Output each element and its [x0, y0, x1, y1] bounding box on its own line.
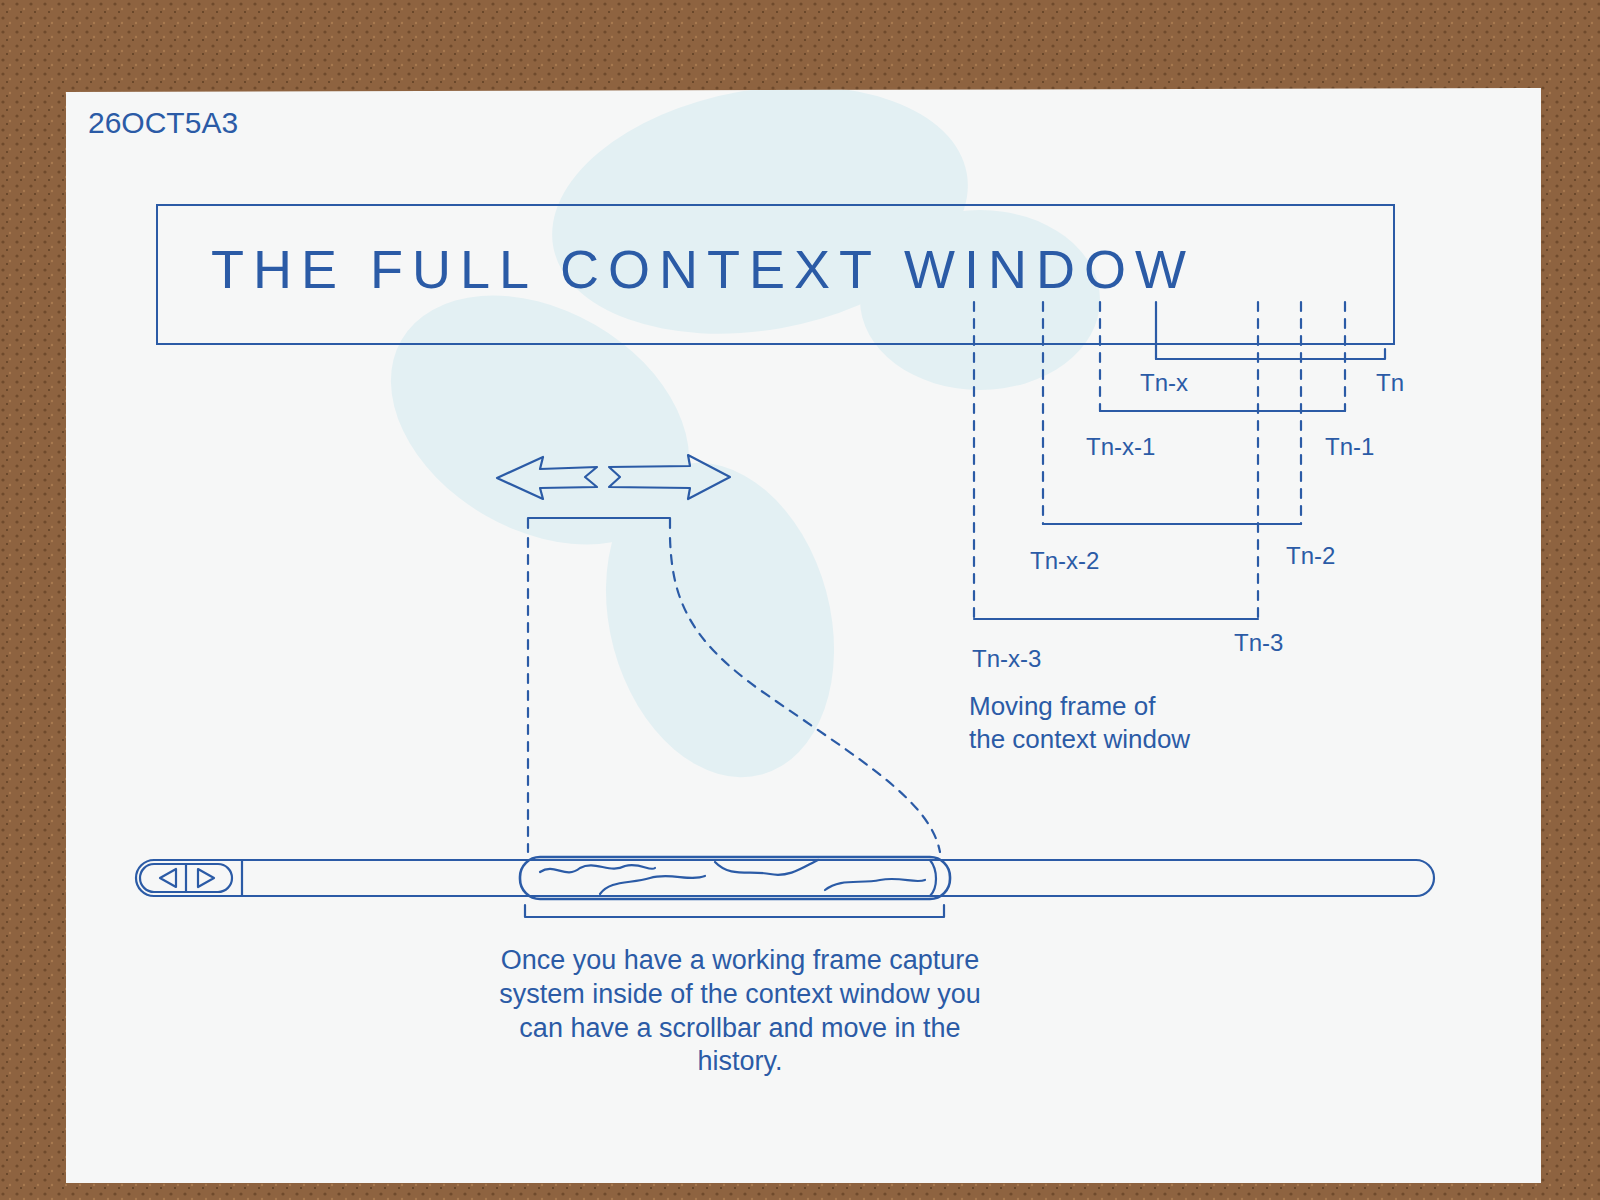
frame-marker-line	[1257, 302, 1259, 619]
frame-marker-line	[1155, 302, 1157, 359]
scrollbar-track	[136, 860, 1434, 896]
frame-end-label: Tn-3	[1234, 628, 1283, 658]
frame-start-label: Tn-x-1	[1086, 432, 1155, 462]
scroll-right-button	[198, 869, 214, 887]
frame-end-label: Tn	[1376, 368, 1404, 398]
scrollbar-note: Once you have a working frame capture sy…	[495, 944, 985, 1079]
frame-bracket	[1100, 410, 1345, 412]
thumb-squiggle	[825, 879, 925, 890]
frame-marker-line	[1042, 302, 1044, 524]
box-title: THE FULL CONTEXT WINDOW	[211, 242, 1195, 296]
button-divider	[185, 864, 187, 892]
paper-sheet	[66, 88, 1541, 1183]
scroll-left-button	[160, 869, 176, 887]
frame-bracket	[1156, 349, 1385, 359]
watermark-petal	[572, 437, 867, 803]
selection-bracket	[528, 518, 670, 528]
frame-end-label: Tn-2	[1286, 541, 1335, 571]
frame-marker-line	[973, 302, 975, 619]
frame-marker-line	[1099, 302, 1101, 411]
frame-bracket	[1043, 523, 1301, 525]
frame-start-label: Tn-x	[1140, 368, 1188, 398]
button-divider	[241, 861, 243, 895]
right-arrow	[609, 455, 730, 499]
frame-marker-line	[1300, 302, 1302, 524]
moving-frame-note: Moving frame of the context window	[969, 690, 1195, 755]
scrollbar-buttons	[140, 864, 232, 892]
left-arrow	[497, 457, 597, 499]
frame-marker-line	[1344, 302, 1346, 411]
thumb-squiggle	[600, 876, 705, 894]
watermark-petal	[860, 210, 1100, 390]
projection-line	[670, 538, 940, 852]
watermark	[346, 55, 1100, 803]
frame-end-label: Tn-1	[1325, 432, 1374, 462]
frame-start-label: Tn-x-3	[972, 644, 1041, 674]
scrollbar-thumb	[520, 857, 950, 899]
context-window-box: THE FULL CONTEXT WINDOW	[156, 204, 1395, 345]
thumb-squiggle	[540, 865, 655, 872]
history-bracket	[525, 905, 944, 917]
projection-line	[527, 538, 529, 852]
sheet-code: 26OCT5A3	[88, 104, 238, 142]
frame-bracket	[974, 618, 1258, 620]
thumb-squiggle	[715, 860, 818, 875]
scrollbar-thumb	[930, 860, 936, 896]
frame-start-label: Tn-x-2	[1030, 546, 1099, 576]
